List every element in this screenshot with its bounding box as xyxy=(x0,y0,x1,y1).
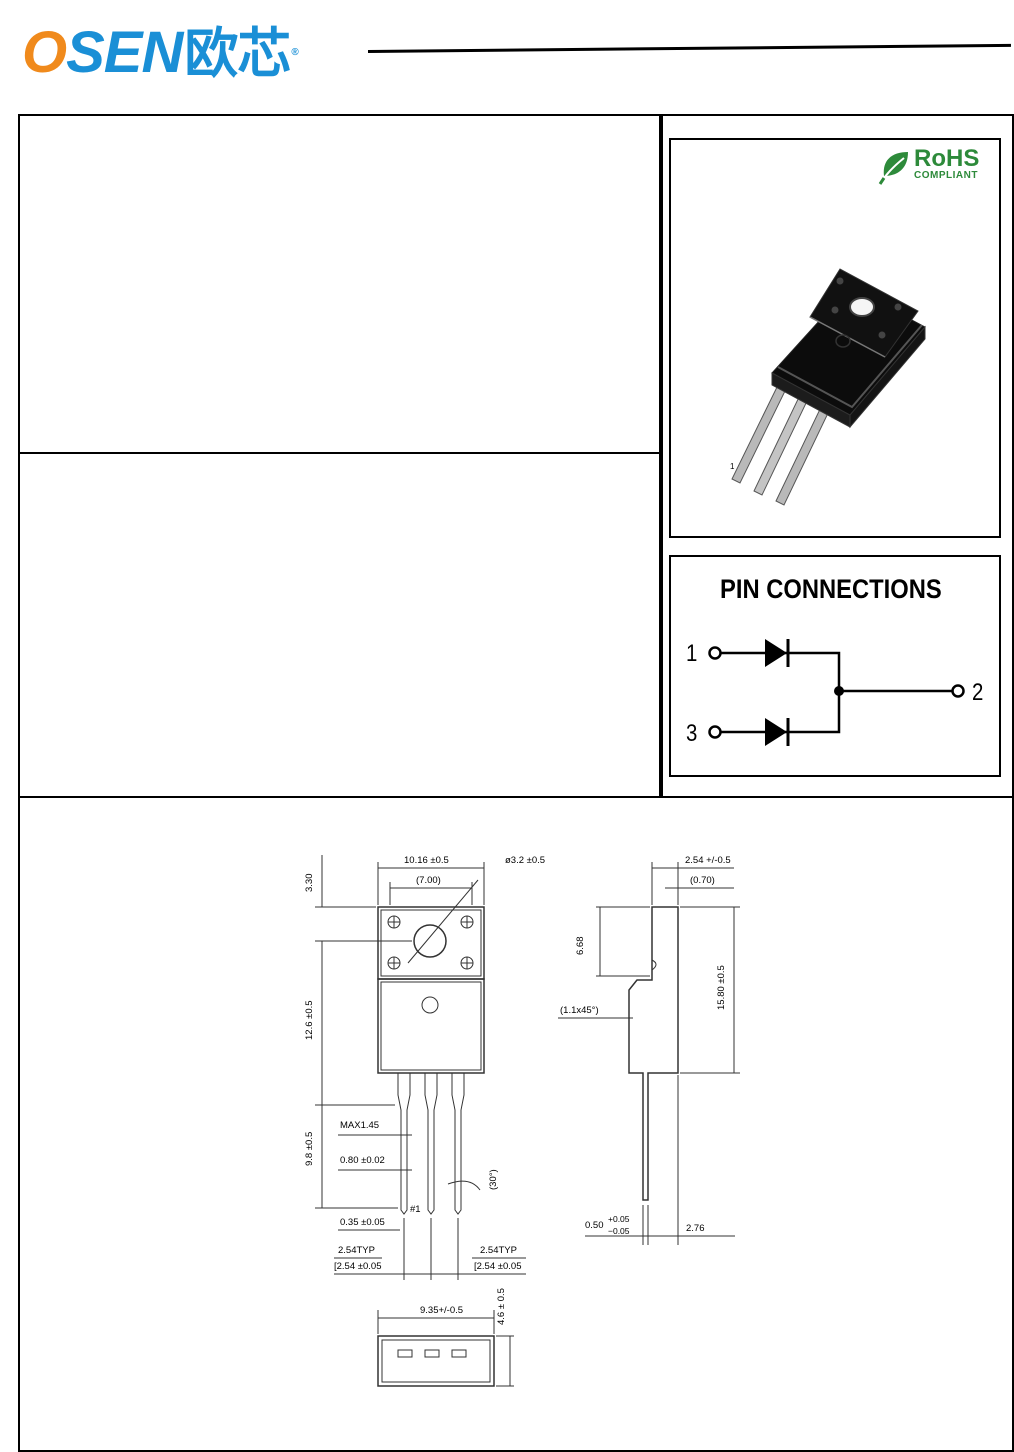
package-leads xyxy=(731,384,831,506)
dim-side-lead-offset: 0.50 xyxy=(585,1220,604,1231)
dim-pitch-left-typ: 2.54TYP xyxy=(338,1245,375,1256)
front-lead-1 xyxy=(397,1073,411,1215)
dim-side-thickness: 2.54 +/-0.5 xyxy=(685,855,731,866)
front-lead-2 xyxy=(424,1073,438,1215)
company-logo: OSEN欧芯® xyxy=(22,20,352,86)
dim-side-tab-height: 6.68 xyxy=(575,936,586,956)
dim-lead-thickness: 0.35 ±0.05 xyxy=(340,1217,385,1228)
junction-dot xyxy=(834,686,844,696)
rohs-label: RoHS xyxy=(914,145,980,172)
hole-leader xyxy=(407,879,479,964)
leaf-icon xyxy=(878,152,908,185)
logo-chinese: 欧芯 xyxy=(184,24,291,84)
dim-pitch-right-typ: 2.54TYP xyxy=(480,1245,517,1256)
dim-bottom-width: 9.35+/-0.5 xyxy=(420,1305,464,1316)
dim-hole-diameter: ø3.2 ±0.5 xyxy=(505,855,546,866)
dim-lead-length: 9.8 ±0.5 xyxy=(304,1131,315,1166)
side-view-outline xyxy=(628,906,679,1201)
bottom-view-outline xyxy=(377,1335,495,1387)
dim-side-overall-height: 15.80 ±0.5 xyxy=(716,965,727,1010)
pin3-terminal xyxy=(708,725,722,739)
to220-package-illustration xyxy=(731,268,926,506)
rohs-badge: RoHS COMPLIANT xyxy=(878,146,996,186)
dim-max-lead: MAX1.45 xyxy=(340,1120,380,1131)
pin-label-3: 3 xyxy=(686,720,698,747)
pin-connections-box xyxy=(669,555,1001,777)
dim-lead-width: 0.80 ±0.02 xyxy=(340,1155,385,1166)
front-body xyxy=(377,978,485,1074)
pin1-drawing-marker: #1 xyxy=(410,1204,421,1215)
pin-label-2: 2 xyxy=(972,679,984,706)
diode-upper xyxy=(765,639,790,667)
logo-latin: SEN xyxy=(66,20,183,85)
pin1-terminal xyxy=(708,646,722,660)
registered-mark: ® xyxy=(291,47,298,58)
pin-connections-title: PIN CONNECTIONS xyxy=(720,574,942,604)
drawing-panel xyxy=(18,796,1014,1452)
dim-bottom-height: 4.6 ± 0.5 xyxy=(496,1288,507,1325)
pin-label-1: 1 xyxy=(686,640,698,667)
logo-wordmark: OSEN欧芯® xyxy=(22,20,352,87)
logo-letter-o: O xyxy=(22,20,67,85)
pin-schematic xyxy=(708,639,965,746)
dim-width-inner: (7.00) xyxy=(416,875,441,886)
dim-side-chamfer: (1.1x45°) xyxy=(560,1005,599,1016)
dim-side-lead-offset-minus: −0.05 xyxy=(608,1226,630,1236)
pin2-terminal xyxy=(951,684,965,698)
rohs-compliant-label: COMPLIANT xyxy=(914,170,978,181)
dim-lead-angle: (30°) xyxy=(488,1169,499,1190)
front-mounting-hole xyxy=(413,924,447,958)
dim-side-tab-thick: (0.70) xyxy=(690,875,715,886)
dim-top-height: 3.30 xyxy=(304,873,315,893)
dim-body-height: 12.6 ±0.5 xyxy=(304,1000,315,1040)
pin1-marker: 1 xyxy=(730,462,735,471)
diode-lower xyxy=(765,718,790,746)
dim-side-lead-offset-plus: +0.05 xyxy=(608,1214,630,1224)
dim-pitch-left-tol: [2.54 ±0.05 xyxy=(334,1261,382,1272)
dim-side-lead: 2.76 xyxy=(686,1223,705,1234)
dim-pitch-right-tol: [2.54 ±0.05 xyxy=(474,1261,522,1272)
dim-width-overall: 10.16 ±0.5 xyxy=(404,855,449,866)
front-lead-3 xyxy=(451,1073,465,1215)
